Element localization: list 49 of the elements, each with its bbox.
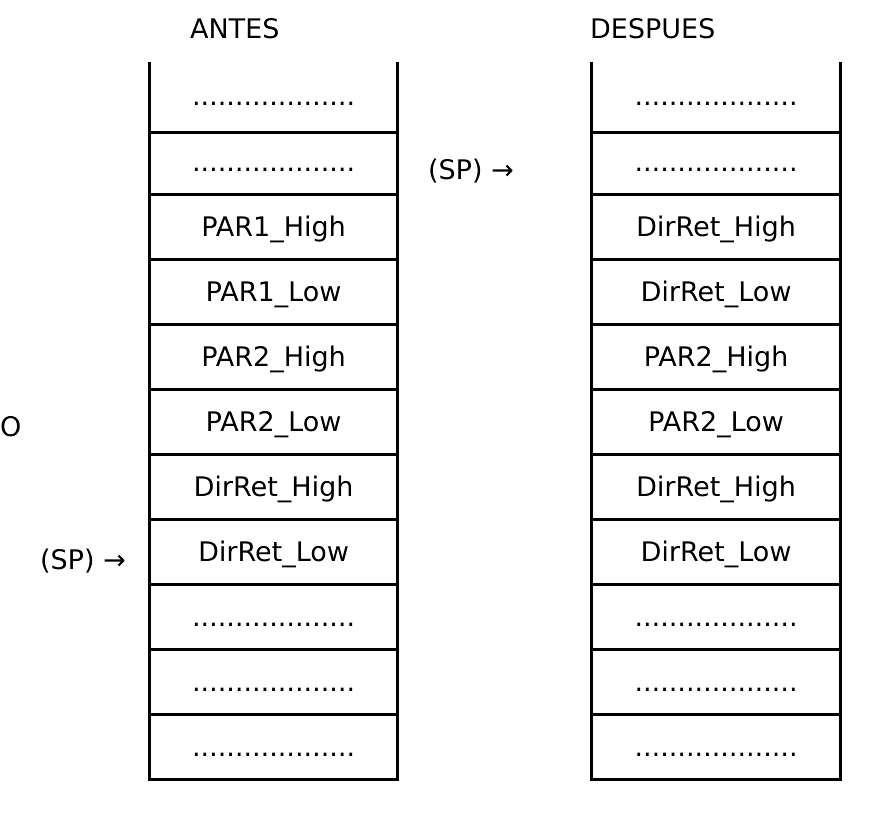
stack-cell bbox=[148, 651, 399, 716]
stack-cell bbox=[148, 391, 399, 456]
cell-text: PAR2_Low bbox=[206, 406, 342, 438]
stack-cell bbox=[590, 651, 842, 716]
cell-text: ................... bbox=[192, 602, 356, 632]
stack-cell bbox=[590, 62, 842, 134]
stack-cell bbox=[590, 586, 842, 651]
cell-text: ................... bbox=[192, 666, 356, 698]
stack-cell bbox=[590, 261, 842, 326]
cell-text: ................... bbox=[192, 732, 356, 762]
cell-text: ................... bbox=[634, 732, 798, 762]
stack-cell bbox=[148, 716, 399, 781]
stack-cell bbox=[148, 521, 399, 586]
cell-text: ................... bbox=[192, 146, 356, 178]
cell-text: PAR2_High bbox=[644, 342, 788, 372]
cell-text: PAR1_High bbox=[201, 212, 346, 242]
cell-text: PAR2_High bbox=[201, 342, 346, 372]
cell-text: DirRet_Low bbox=[640, 536, 792, 568]
pointer-label: (SP) → bbox=[40, 545, 126, 576]
cell-text: ................... bbox=[634, 146, 798, 178]
text-fragment: O bbox=[0, 412, 22, 443]
cell-text: DirRet_High bbox=[636, 472, 796, 502]
cell-text: DirRet_High bbox=[194, 472, 354, 502]
column-heading: DESPUES bbox=[590, 14, 716, 45]
stack-cell bbox=[148, 131, 399, 196]
cell-text: ................... bbox=[634, 602, 798, 632]
stack-cell bbox=[590, 326, 842, 391]
stack-cell bbox=[590, 716, 842, 781]
cell-text: DirRet_High bbox=[636, 212, 796, 242]
stack-cell bbox=[148, 456, 399, 521]
cell-text: DirRet_Low bbox=[198, 536, 349, 568]
cell-text: PAR1_Low bbox=[206, 276, 342, 308]
cell-text: ................... bbox=[634, 81, 798, 112]
cell-text: ................... bbox=[634, 666, 798, 698]
stack-cell bbox=[148, 62, 399, 134]
stack-cell bbox=[590, 456, 842, 521]
stack-cell bbox=[148, 261, 399, 326]
stack-cell bbox=[590, 391, 842, 456]
stack-cell bbox=[590, 196, 842, 261]
stack-cell bbox=[590, 131, 842, 196]
stack-cell bbox=[148, 196, 399, 261]
pointer-label: (SP) → bbox=[428, 155, 514, 186]
stack-cell bbox=[590, 521, 842, 586]
stack-cell bbox=[148, 586, 399, 651]
cell-text: ................... bbox=[192, 81, 356, 112]
cell-text: PAR2_Low bbox=[648, 406, 784, 438]
stack-cell bbox=[148, 326, 399, 391]
cell-text: DirRet_Low bbox=[640, 276, 792, 308]
column-heading: ANTES bbox=[190, 14, 280, 45]
